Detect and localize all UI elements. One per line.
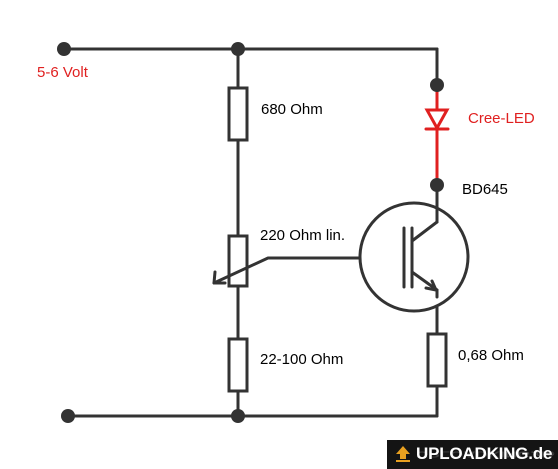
watermark-reflection: UPLOADKING.de bbox=[416, 449, 555, 460]
uploadking-watermark: UPLOADKING.de UPLOADKING.de bbox=[387, 440, 558, 469]
watermark-text: UPLOADKING.de bbox=[416, 444, 553, 463]
pot-wiper-arrow bbox=[212, 256, 368, 285]
potentiometer-220-ohm bbox=[227, 234, 249, 288]
led-label: Cree-LED bbox=[468, 110, 535, 127]
led-anode-dot bbox=[430, 78, 444, 92]
transistor-collector bbox=[410, 220, 439, 243]
resistor-22-100-label: 22-100 Ohm bbox=[260, 351, 344, 368]
transistor-body bbox=[358, 201, 470, 313]
led-symbol bbox=[424, 83, 450, 187]
transistor-label: BD645 bbox=[462, 181, 508, 198]
emitter-resistor-label: 0,68 Ohm bbox=[458, 347, 524, 364]
collector-dot bbox=[430, 178, 444, 192]
transistor-emitter bbox=[410, 270, 439, 292]
top-junction-dot bbox=[231, 42, 245, 56]
resistor-22-100-ohm bbox=[227, 337, 249, 393]
resistor-680-ohm bbox=[227, 86, 249, 142]
upload-arrow-icon bbox=[396, 446, 410, 462]
supply-terminal-dot bbox=[57, 42, 71, 56]
supply-voltage-label: 5-6 Volt bbox=[37, 64, 88, 81]
bottom-junction-dot bbox=[231, 409, 245, 423]
resistor-680-label: 680 Ohm bbox=[261, 101, 323, 118]
pot-wiper-arrowhead bbox=[212, 270, 227, 285]
transistor-emitter-arrow bbox=[424, 279, 438, 292]
potentiometer-label: 220 Ohm lin. bbox=[260, 227, 346, 244]
resistor-0-68-ohm bbox=[426, 332, 448, 388]
ground-terminal-dot bbox=[61, 409, 75, 423]
